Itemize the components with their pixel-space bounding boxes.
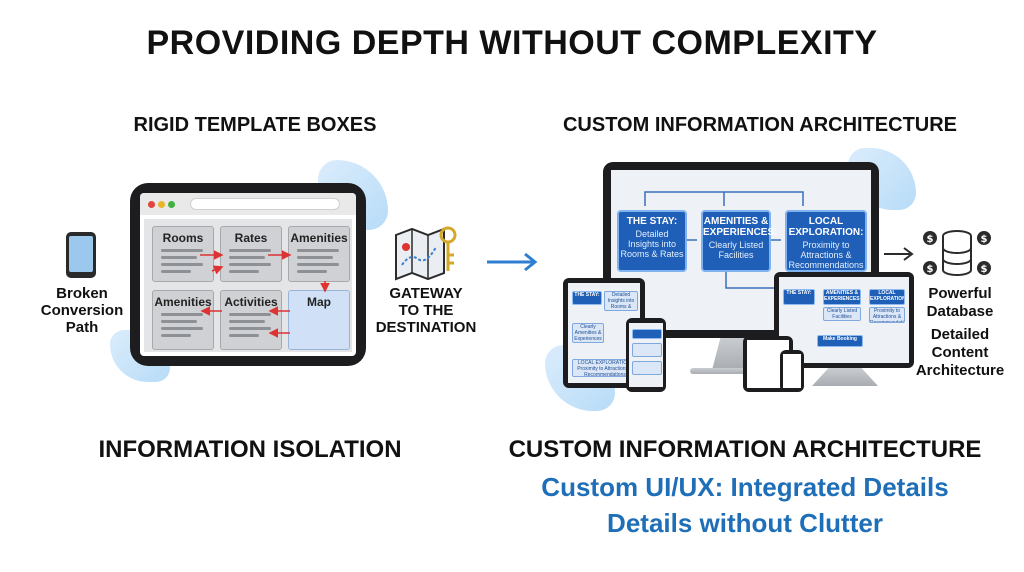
flow-connectors xyxy=(644,191,804,289)
browser-bar xyxy=(140,193,356,215)
tagline-1: Custom UI/UX: Integrated Details xyxy=(541,472,949,502)
desktop-monitor: THE STAY: Detailed Insights into Rooms &… xyxy=(603,162,879,338)
left-heading: RIGID TEMPLATE BOXES xyxy=(133,114,377,136)
map-box: Map xyxy=(288,290,350,350)
minimize-dot-icon xyxy=(158,201,165,208)
svg-text:$: $ xyxy=(927,234,934,245)
monitor-screen: THE STAY: Detailed Insights into Rooms &… xyxy=(611,170,871,330)
mini-text: Detailed Insights into Rooms & Rates xyxy=(604,291,638,311)
box-label: Amenities xyxy=(154,295,212,309)
tablet-device: Rooms Rates Amenities Amenities Activiti… xyxy=(130,183,366,366)
mini-card: THE STAY: xyxy=(572,291,602,305)
laptop-stand xyxy=(812,368,878,386)
powerful-database-label: Powerful Database xyxy=(926,285,994,320)
amenities-card: AMENITIES & EXPERIENCES: Clearly Listed … xyxy=(701,210,777,272)
box-label: Rooms xyxy=(162,231,204,245)
broken-conversion-label: Broken Conversion Path xyxy=(40,285,124,336)
right-heading: CUSTOM INFORMATION ARCHITECTURE xyxy=(562,114,958,136)
make-booking-button: Make Booking xyxy=(817,335,863,347)
local-exploration-card: LOCAL EXPLORATION: Proximity to Attracti… xyxy=(785,210,867,272)
svg-text:$: $ xyxy=(981,264,988,275)
close-dot-icon xyxy=(148,201,155,208)
mini-text: Proximity to Attractions & Recommendatio… xyxy=(869,307,905,323)
broken-arrows xyxy=(200,250,330,338)
rooms-box: Rooms xyxy=(152,226,214,282)
mini-text: Clearly Amenities & Experiences xyxy=(572,323,604,343)
tagline-2: Details without Clutter xyxy=(607,508,883,538)
laptop-screen: THE STAY: AMENITIES & EXPERIENCES: LOCAL… xyxy=(779,277,909,363)
small-phone-device xyxy=(780,350,804,392)
gateway-label: GATEWAY TO THE DESTINATION xyxy=(375,285,477,336)
database-icon: $ $ $ $ xyxy=(884,230,991,276)
detailed-content-label: Detailed Content Architecture xyxy=(915,326,1005,379)
box-label: Activities xyxy=(224,295,278,309)
phone-icon xyxy=(66,232,96,278)
mini-card: LOCAL EXPLORATION: xyxy=(869,289,905,305)
box-label: Amenities xyxy=(290,231,348,245)
the-stay-card: THE STAY: Detailed Insights into Rooms &… xyxy=(617,210,687,272)
right-phone-device xyxy=(626,318,666,392)
box-label: Map xyxy=(307,295,331,309)
maximize-dot-icon xyxy=(168,201,175,208)
amenities-box-2: Amenities xyxy=(152,290,214,350)
mini-card: THE STAY: xyxy=(783,289,815,305)
transition-arrow-icon xyxy=(487,252,538,272)
url-bar xyxy=(190,198,340,210)
mini-card: AMENITIES & EXPERIENCES: xyxy=(823,289,861,305)
right-phone-screen xyxy=(629,323,663,387)
box-label: Rates xyxy=(234,231,268,245)
page-title: PROVIDING DEPTH WITHOUT COMPLEXITY xyxy=(146,24,878,62)
mini-text: Clearly Listed Facilities xyxy=(823,307,861,321)
activities-box: Activities xyxy=(220,290,282,350)
tablet-screen: Rooms Rates Amenities Amenities Activiti… xyxy=(140,193,356,356)
monitor-base xyxy=(690,368,790,374)
custom-architecture-label: CUSTOM INFORMATION ARCHITECTURE xyxy=(508,436,982,463)
laptop-device: THE STAY: AMENITIES & EXPERIENCES: LOCAL… xyxy=(774,272,914,368)
svg-text:$: $ xyxy=(927,264,934,275)
svg-text:$: $ xyxy=(981,234,988,245)
amenities-box: Amenities xyxy=(288,226,350,282)
map-key-icon xyxy=(395,226,457,281)
information-isolation-label: INFORMATION ISOLATION xyxy=(98,436,402,463)
